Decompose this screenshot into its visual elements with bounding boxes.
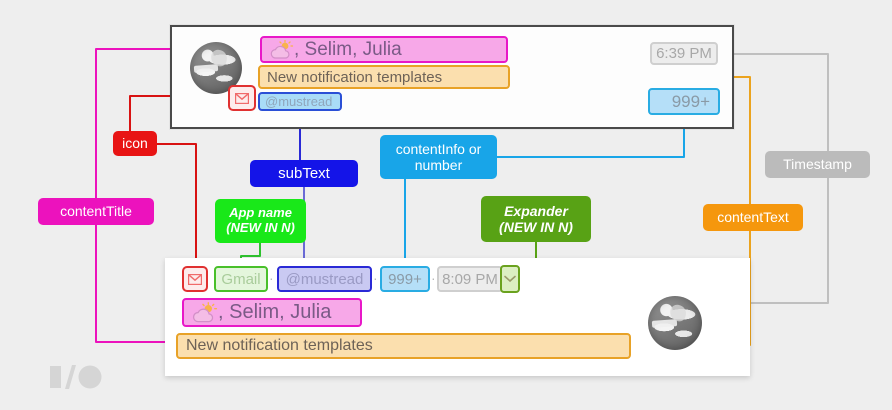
io-logo: [50, 365, 102, 389]
top-content-title-text: , Selim, Julia: [294, 38, 402, 60]
wire-icon-bottom: [157, 143, 197, 266]
bottom-content-title: , Selim, Julia: [182, 298, 362, 327]
globe-avatar: [648, 296, 702, 350]
bottom-content-text: New notification templates: [176, 333, 631, 359]
callout-timestamp: Timestamp: [765, 151, 870, 178]
weather-cloud-sun-icon: [268, 39, 294, 60]
callout-content-text: contentText: [703, 204, 803, 231]
callout-icon: icon: [113, 131, 157, 156]
separator-dot: ·: [373, 270, 378, 286]
callout-sub-text: subText: [250, 160, 358, 187]
weather-cloud-sun-icon: [190, 301, 218, 324]
bottom-number-badge: 999+: [380, 266, 430, 292]
bottom-app-name: Gmail: [214, 266, 268, 292]
chevron-down-icon[interactable]: [500, 265, 520, 293]
separator-dot: ·: [269, 270, 274, 286]
top-number-badge: 999+: [648, 88, 720, 115]
top-sub-text: @mustread: [258, 92, 342, 111]
separator-dot: ·: [431, 270, 436, 286]
callout-content-title: contentTitle: [38, 198, 154, 225]
bottom-content-title-text: , Selim, Julia: [218, 301, 332, 323]
gmail-badge-icon: [228, 85, 256, 111]
callout-app-name: App name (NEW IN N): [215, 199, 306, 243]
callout-content-info: contentInfo or number: [380, 135, 497, 179]
top-content-title: , Selim, Julia: [260, 36, 508, 63]
bottom-sub-text: @mustread: [277, 266, 372, 292]
top-content-text: New notification templates: [258, 65, 510, 89]
callout-expander: Expander (NEW IN N): [481, 196, 591, 242]
top-timestamp: 6:39 PM: [650, 42, 718, 65]
bottom-timestamp: 8:09 PM: [437, 266, 503, 292]
bottom-app-badge-icon: [182, 266, 208, 292]
